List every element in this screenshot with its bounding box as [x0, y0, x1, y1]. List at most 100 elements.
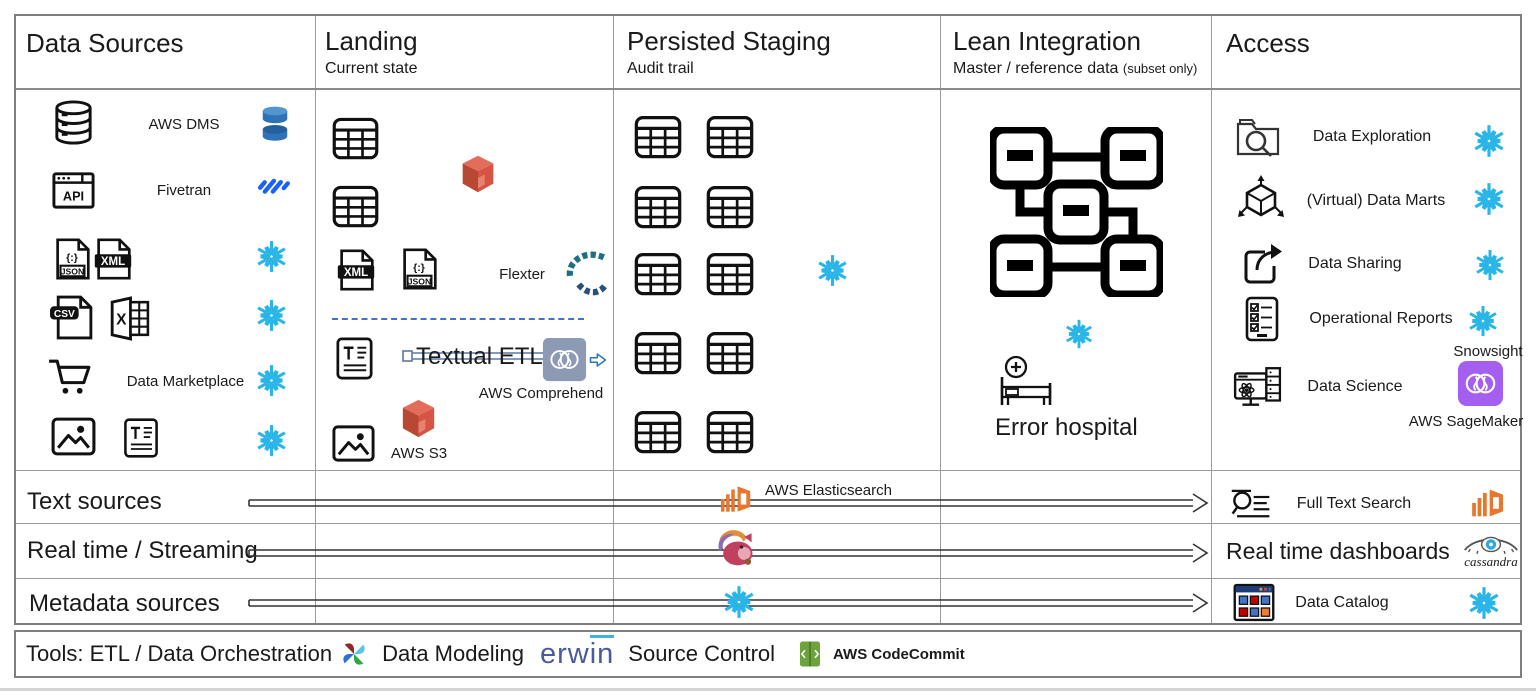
bottom-edge-strip [0, 688, 1536, 691]
flexter-label: Flexter [499, 266, 545, 283]
folder-search-icon [1234, 112, 1282, 160]
aws-s3-icon [395, 395, 442, 442]
table-icon [632, 247, 684, 299]
image-icon [330, 420, 377, 467]
snowflake-icon [1465, 303, 1501, 339]
snowflake-icon [1470, 180, 1508, 218]
search-lines-icon [1230, 487, 1272, 521]
table-icon [632, 405, 684, 457]
csv-file-icon [48, 293, 97, 342]
snowflake-icon [1465, 584, 1503, 622]
cube-arrows-icon [1237, 175, 1285, 223]
airflow-pinwheel-icon [340, 640, 368, 668]
error-hospital-label: Error hospital [995, 414, 1138, 441]
xml-file-icon [90, 234, 136, 284]
elasticsearch-icon [1468, 483, 1508, 523]
aws-sagemaker-label: AWS SageMaker [1408, 413, 1524, 430]
snowflake-icon [814, 252, 851, 289]
data-science-label: Data Science [1307, 378, 1403, 395]
flow-arrow [248, 593, 1209, 613]
codecommit-icon [795, 639, 825, 669]
data-model-icon [990, 127, 1163, 297]
text-doc-icon [331, 335, 378, 382]
table-icon [704, 405, 756, 457]
grid-line [940, 16, 941, 623]
arrow-right-icon [589, 351, 607, 369]
cart-icon [45, 352, 94, 401]
data-marketplace-label: Data Marketplace [126, 373, 245, 390]
column-title-persisted-staging: Persisted Staging [627, 26, 831, 56]
snowflake-icon [253, 362, 290, 399]
cassandra-wordmark: cassandra [1464, 554, 1518, 569]
column-subtitle-persisted-staging: Audit trail [627, 60, 694, 77]
grid-line [16, 578, 1520, 579]
table-icon [632, 110, 684, 162]
diagram-grid: Data Sources Landing Current state Persi… [14, 14, 1523, 625]
aws-elasticsearch-label: AWS Elasticsearch [765, 482, 892, 499]
error-hospital-icon [997, 355, 1055, 407]
snowflake-icon [253, 238, 290, 275]
flink-squirrel-icon [714, 525, 758, 569]
text-doc-icon [119, 416, 163, 460]
excel-icon [104, 294, 153, 343]
full-text-search-label: Full Text Search [1296, 495, 1412, 512]
grid-line [315, 16, 316, 623]
table-icon [632, 180, 684, 232]
checklist-icon [1238, 295, 1286, 343]
json-file-icon [49, 234, 95, 284]
text-sources-label: Text sources [27, 488, 162, 515]
snowflake-icon [253, 297, 290, 334]
snowflake-icon [1062, 317, 1096, 351]
table-icon [330, 112, 381, 163]
snowflake-icon [1470, 122, 1508, 160]
table-icon [704, 110, 756, 162]
api-icon [50, 166, 97, 213]
grid-line [1211, 16, 1212, 623]
column-subtitle-lean-integration: Master / reference data (subset only) [953, 60, 1198, 77]
database-icon [50, 99, 97, 146]
column-title-access: Access [1226, 28, 1310, 58]
column-title-lean-integration: Lean Integration [953, 26, 1141, 56]
table-icon [632, 326, 684, 378]
grid-line [613, 16, 614, 623]
table-icon [330, 180, 381, 231]
aws-comprehend-label: AWS Comprehend [478, 385, 604, 402]
column-title-data-sources: Data Sources [26, 28, 184, 58]
aws-codecommit-label: AWS CodeCommit [833, 645, 965, 663]
xml-file-icon [333, 245, 379, 295]
fivetran-label: Fivetran [156, 182, 212, 199]
grid-line [16, 470, 1520, 471]
snowflake-icon [253, 422, 290, 459]
metadata-sources-label: Metadata sources [29, 590, 220, 617]
elasticsearch-icon [717, 480, 755, 518]
flexter-icon [560, 249, 610, 299]
source-control-label: Source Control [628, 641, 776, 666]
aws-comprehend-icon [542, 337, 587, 382]
realtime-streaming-label: Real time / Streaming [27, 537, 258, 564]
data-exploration-label: Data Exploration [1312, 128, 1432, 145]
column-subtitle-landing: Current state [325, 60, 418, 77]
aws-dms-icon [254, 104, 296, 146]
flow-arrow [248, 543, 1209, 563]
table-icon [704, 247, 756, 299]
sagemaker-icon [1457, 360, 1504, 407]
grid-line [16, 88, 1520, 90]
virtual-data-marts-label: (Virtual) Data Marts [1306, 192, 1446, 209]
tools-row: Tools: ETL / Data Orchestration Data Mod… [14, 630, 1522, 678]
snowsight-label: Snowsight [1453, 343, 1523, 360]
grid-line [16, 523, 1520, 524]
snowflake-icon [720, 583, 758, 621]
cassandra-logo: cassandra [1461, 533, 1521, 570]
erwin-logo: erwin [540, 634, 615, 670]
operational-reports-label: Operational Reports [1309, 310, 1453, 327]
textual-etl-label: Textual ETL [416, 343, 543, 370]
textual-etl-arrow [402, 350, 543, 362]
column-title-landing: Landing [325, 26, 418, 56]
realtime-dashboards-label: Real time dashboards [1226, 538, 1450, 564]
aws-s3-icon [455, 151, 501, 197]
aws-s3-label: AWS S3 [390, 445, 448, 462]
table-icon [704, 326, 756, 378]
snowflake-icon [1472, 247, 1508, 283]
data-sharing-label: Data Sharing [1308, 255, 1402, 272]
